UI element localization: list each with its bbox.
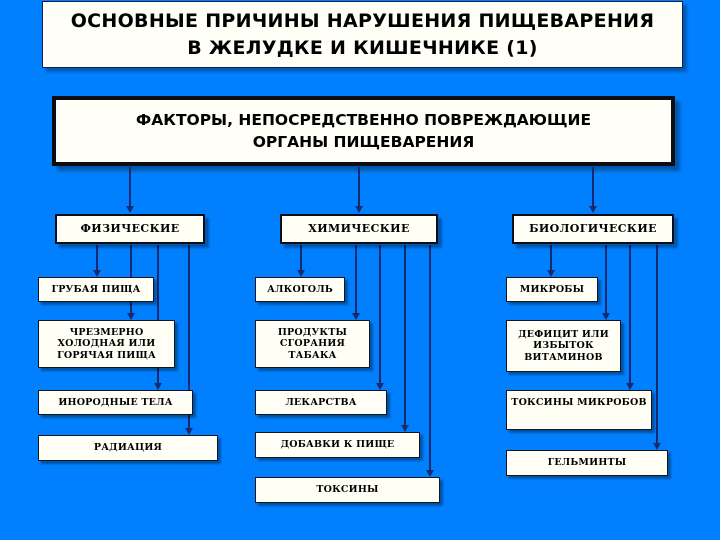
item-chemical-2-line-3: ТАБАКА [288,349,337,361]
item-physical-3-line-1: ИНОРОДНЫЕ ТЕЛА [58,396,173,408]
connector-chemical-4 [404,245,406,427]
item-biological-3-line-1: ТОКСИНЫ МИКРОБОВ [511,397,647,408]
item-chemical-5-line-1: ТОКСИНЫ [316,484,379,496]
arrowhead-root-to-biological [589,206,597,213]
connector-physical-1 [96,245,98,272]
connector-root-to-biological [592,167,594,208]
arrowhead-biological-1 [547,270,555,277]
arrowhead-physical-3 [154,383,162,390]
item-biological-1-line-1: МИКРОБЫ [519,283,585,295]
slide-title-line-1: ОСНОВНЫЕ ПРИЧИНЫ НАРУШЕНИЯ ПИЩЕВАРЕНИЯ [70,9,655,32]
item-biological-2-line-2: ИЗБЫТОК [533,340,594,352]
item-physical-4: РАДИАЦИЯ [38,435,218,461]
item-biological-4: ГЕЛЬМИНТЫ [506,450,668,476]
connector-biological-3 [629,245,631,385]
item-chemical-3-line-1: ЛЕКАРСТВА [285,396,357,408]
item-biological-1: МИКРОБЫ [506,277,598,302]
category-chemical-label: ХИМИЧЕСКИЕ [308,221,410,235]
item-physical-2-line-2: ХОЛОДНАЯ ИЛИ [57,338,156,350]
connector-chemical-2 [355,245,357,315]
connector-chemical-5 [429,245,431,472]
arrowhead-root-to-physical [126,206,134,213]
item-physical-3: ИНОРОДНЫЕ ТЕЛА [38,390,193,415]
item-chemical-1-line-1: АЛКОГОЛЬ [267,283,333,295]
root-node-factors: ФАКТОРЫ, НЕПОСРЕДСТВЕННО ПОВРЕЖДАЮЩИЕ ОР… [52,96,675,166]
category-physical-label: ФИЗИЧЕСКИЕ [80,221,180,235]
item-chemical-4: ДОБАВКИ К ПИЩЕ [255,432,420,458]
item-chemical-2-line-1: ПРОДУКТЫ [277,327,348,339]
arrowhead-physical-1 [93,270,101,277]
connector-biological-2 [605,245,607,315]
slide-title-line-2: В ЖЕЛУДКЕ И КИШЕЧНИКЕ (1) [187,37,538,59]
item-biological-4-line-1: ГЕЛЬМИНТЫ [547,457,627,469]
arrowhead-chemical-3 [376,383,384,390]
item-biological-2: ДЕФИЦИТ ИЛИ ИЗБЫТОК ВИТАМИНОВ [506,320,621,372]
item-chemical-4-line-1: ДОБАВКИ К ПИЩЕ [280,439,395,451]
item-chemical-3: ЛЕКАРСТВА [255,390,387,415]
arrowhead-root-to-chemical [355,206,363,213]
item-chemical-1: АЛКОГОЛЬ [255,277,345,302]
item-biological-3: ТОКСИНЫ МИКРОБОВ [506,390,652,430]
item-biological-2-line-3: ВИТАМИНОВ [524,351,603,363]
item-physical-2-line-3: ГОРЯЧАЯ ПИЩА [57,349,156,361]
item-biological-2-line-1: ДЕФИЦИТ ИЛИ [518,329,609,341]
arrowhead-chemical-1 [297,270,305,277]
arrowhead-biological-3 [626,383,634,390]
connector-biological-1 [550,245,552,272]
item-physical-2-line-1: ЧРЕЗМЕРНО [69,327,144,339]
arrowhead-chemical-2 [352,313,360,320]
arrowhead-biological-4 [653,443,661,450]
item-physical-1: ГРУБАЯ ПИЩА [38,277,154,302]
item-chemical-2: ПРОДУКТЫ СГОРАНИЯ ТАБАКА [255,320,370,368]
connector-chemical-1 [300,245,302,272]
item-chemical-2-line-2: СГОРАНИЯ [279,338,346,350]
connector-root-to-chemical [358,167,360,208]
connector-chemical-3 [379,245,381,385]
slide-title: ОСНОВНЫЕ ПРИЧИНЫ НАРУШЕНИЯ ПИЩЕВАРЕНИЯ В… [42,1,683,68]
connector-root-to-physical [129,167,131,208]
category-physical: ФИЗИЧЕСКИЕ [55,214,205,244]
root-node-line-1: ФАКТОРЫ, НЕПОСРЕДСТВЕННО ПОВРЕЖДАЮЩИЕ [135,110,592,129]
arrowhead-chemical-5 [426,470,434,477]
arrowhead-physical-2 [127,313,135,320]
category-biological-label: БИОЛОГИЧЕСКИЕ [529,221,657,235]
item-physical-4-line-1: РАДИАЦИЯ [93,442,163,454]
item-physical-1-line-1: ГРУБАЯ ПИЩА [51,283,141,295]
item-physical-2: ЧРЕЗМЕРНО ХОЛОДНАЯ ИЛИ ГОРЯЧАЯ ПИЩА [38,320,175,368]
root-node-line-2: ОРГАНЫ ПИЩЕВАРЕНИЯ [252,133,475,151]
item-chemical-5: ТОКСИНЫ [255,477,440,503]
arrowhead-biological-2 [602,313,610,320]
category-chemical: ХИМИЧЕСКИЕ [280,214,438,244]
arrowhead-chemical-4 [401,425,409,432]
arrowhead-physical-4 [185,428,193,435]
connector-biological-4 [656,245,658,445]
category-biological: БИОЛОГИЧЕСКИЕ [512,214,674,244]
